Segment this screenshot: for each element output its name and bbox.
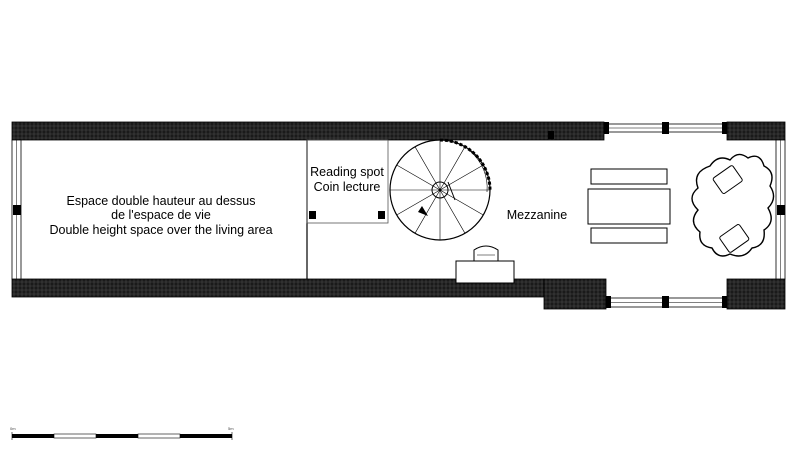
wall-top-left bbox=[11, 121, 605, 141]
wall-bottom-right bbox=[726, 278, 786, 310]
nook-post-right bbox=[378, 211, 385, 219]
wall-top-right bbox=[726, 121, 786, 141]
partitions bbox=[306, 139, 389, 279]
armchair-bottom bbox=[719, 224, 750, 253]
armchair-top bbox=[712, 165, 743, 194]
scale-start-label: 0m bbox=[10, 426, 16, 431]
nook-post-left bbox=[309, 211, 316, 219]
double-height-line-3: Double height space over the living area bbox=[49, 223, 272, 237]
reading-nook-outline bbox=[306, 139, 389, 224]
double-height-line-2: de l'espace de vie bbox=[111, 208, 211, 222]
table bbox=[587, 188, 671, 225]
dining-set bbox=[587, 168, 671, 244]
desk-chair bbox=[473, 245, 499, 262]
reading-spot-label: Reading spot bbox=[310, 165, 384, 179]
scale-end-label: 5m bbox=[228, 426, 234, 431]
post-right bbox=[777, 205, 785, 215]
mezzanine-label: Mezzanine bbox=[507, 208, 567, 222]
post-top-mid bbox=[548, 131, 554, 139]
windows bbox=[603, 122, 728, 308]
lounge bbox=[691, 153, 775, 257]
desk-area bbox=[455, 245, 515, 284]
exterior-walls bbox=[11, 121, 786, 310]
desk bbox=[455, 260, 515, 284]
spiral-staircase bbox=[389, 138, 492, 241]
bench-top bbox=[590, 168, 668, 185]
double-height-line-1: Espace double hauteur au dessus bbox=[66, 194, 255, 208]
wall-bottom-step bbox=[543, 278, 607, 310]
bench-bottom bbox=[590, 227, 668, 244]
rug bbox=[691, 153, 775, 257]
post-left bbox=[13, 205, 21, 215]
scale-bar: 0m 5m bbox=[10, 426, 234, 440]
room-labels: Espace double hauteur au dessus de l'esp… bbox=[49, 165, 567, 237]
coin-lecture-label: Coin lecture bbox=[314, 180, 381, 194]
